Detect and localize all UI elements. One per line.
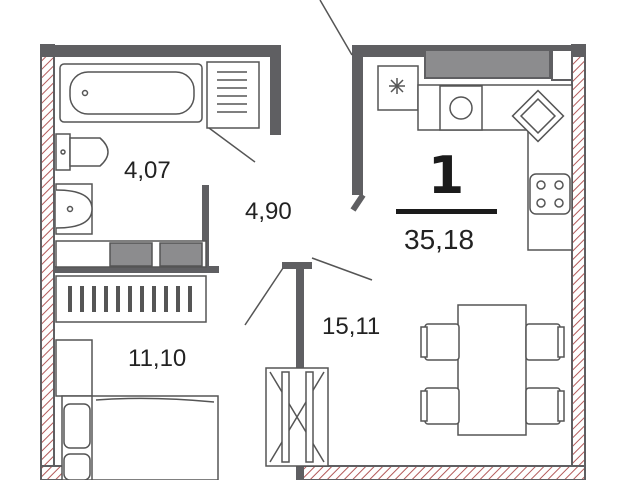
hall-partition-top [282, 262, 312, 269]
chair-left-1 [420, 323, 460, 361]
toilet [55, 133, 109, 171]
kitchen-living-area-label: 15,11 [322, 313, 381, 340]
bathroom-right-wall [270, 45, 281, 135]
hallway-area-label: 4,90 [245, 198, 292, 225]
bathtub [59, 63, 203, 123]
kitchen-door-stub [350, 193, 366, 212]
hall-door-swing-1 [244, 267, 284, 326]
hall-wardrobe [55, 275, 207, 323]
bathroom-area-label: 4,07 [124, 157, 171, 184]
dining-table [457, 304, 527, 436]
pillow-2 [63, 453, 91, 480]
kitchen-sink [511, 89, 565, 143]
towel-radiator [206, 61, 260, 129]
right-exterior-wall [571, 44, 586, 480]
bathroom-door-swing [208, 127, 256, 163]
bedroom-furniture [55, 339, 219, 480]
kitchen-left-wall [352, 45, 363, 195]
cooktop [529, 173, 571, 215]
bathroom-bottom-wall [54, 266, 219, 273]
chair-right-2 [525, 387, 565, 425]
kitchen-window-right-frame [551, 49, 573, 81]
chair-left-2 [420, 387, 460, 425]
entrance-door [319, 0, 353, 56]
summary-divider [396, 209, 497, 214]
hall-door-swing-2 [311, 257, 373, 281]
bottom-exterior-wall-right [299, 465, 586, 480]
utility-shelf [55, 240, 207, 268]
hall-cabinet [265, 367, 329, 467]
total-area: 35,18 [404, 224, 475, 255]
bathroom-sink [55, 183, 93, 235]
pillow-1 [63, 403, 91, 449]
dining-set [420, 304, 565, 436]
kitchen-window [424, 49, 551, 79]
left-exterior-wall [40, 44, 55, 480]
room-count: 1 [428, 146, 465, 206]
ventilation-icon [389, 78, 405, 94]
bedroom-doorframe [55, 339, 93, 397]
bedroom-area-label: 11,10 [128, 345, 187, 372]
bathroom-right-lower-wall [202, 185, 209, 273]
kitchen-counter [377, 65, 573, 251]
chair-right-1 [525, 323, 565, 361]
bathroom-top-wall [41, 45, 281, 57]
